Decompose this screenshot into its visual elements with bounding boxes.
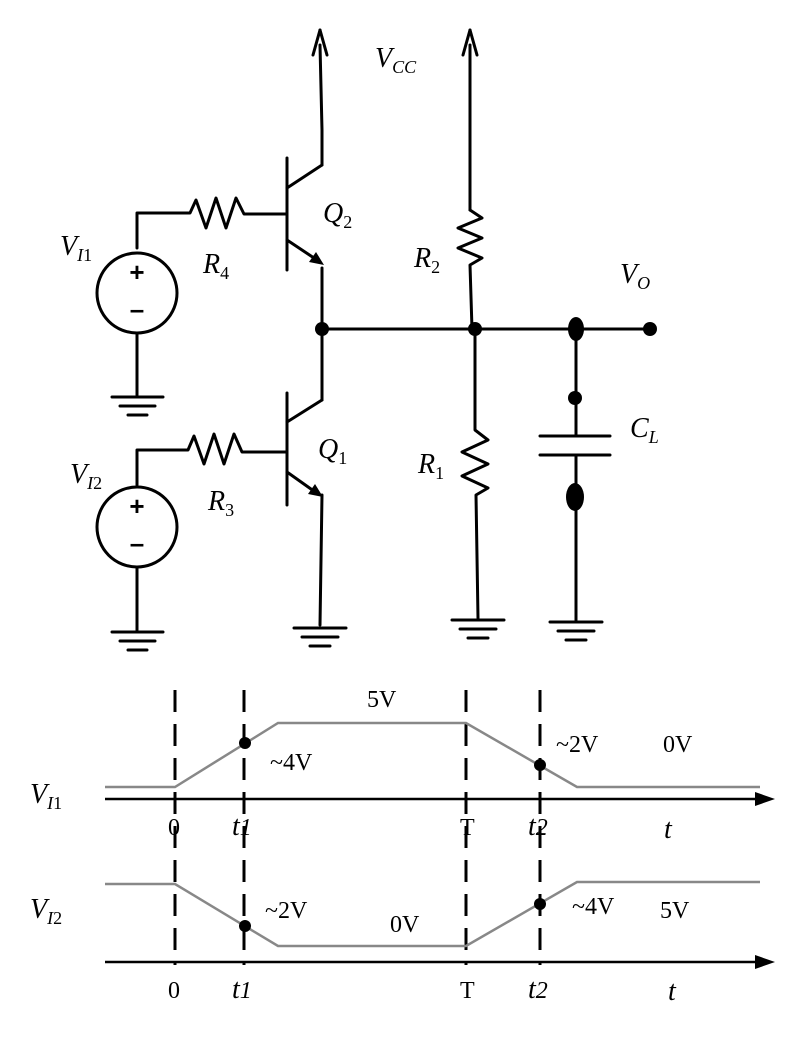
resistor-r2 — [456, 208, 484, 331]
vcc-rail-r2 — [461, 28, 479, 212]
resistor-r3 — [135, 432, 289, 487]
tick-t2-bottom: t2 — [528, 974, 548, 1005]
vi1-minus-sign: – — [130, 294, 144, 324]
vi1-t2-annotation: ~2V — [556, 732, 599, 758]
timing-diagram: VI1 5V ~4V ~2V 0V 0 t1 T t2 t VI2 ~2V 0V… — [30, 687, 775, 1007]
vi2-point-t1 — [239, 920, 251, 932]
vi2-label: VI2 — [70, 459, 102, 493]
vi1-point-t2 — [534, 759, 546, 771]
ground-vi2 — [110, 630, 165, 652]
vi2-low-annotation: 0V — [390, 912, 420, 938]
vi2-point-t2 — [534, 898, 546, 910]
tick-t1-top: t1 — [232, 811, 252, 842]
vi1-point-t1 — [239, 737, 251, 749]
resistor-r4 — [135, 196, 289, 250]
vi2-t1-annotation: ~2V — [265, 898, 308, 924]
q1-label: Q1 — [318, 434, 347, 468]
vcc-label: VCC — [375, 43, 417, 77]
transistor-q2 — [285, 156, 324, 272]
time-axis-bottom-arrow — [755, 955, 775, 969]
r3-label: R3 — [207, 486, 234, 520]
time-axis-top-arrow — [755, 792, 775, 806]
tick-t-top: t — [664, 814, 673, 845]
waveform-vi2 — [105, 880, 775, 969]
vi1-t1-annotation: ~4V — [270, 750, 313, 776]
tick-T-bottom: T — [460, 978, 475, 1004]
tick-t2-top: t2 — [528, 811, 548, 842]
vi1-trace — [105, 721, 760, 789]
q2-label: Q2 — [323, 198, 352, 232]
circuit: VCC Q2 R4 + – VI1 — [60, 28, 659, 652]
vi2-t2-annotation: ~4V — [572, 894, 615, 920]
capacitor-cl — [538, 327, 612, 622]
ground-r1 — [450, 618, 506, 640]
vi1-high-annotation: 5V — [367, 687, 397, 713]
vi2-trace — [105, 880, 760, 948]
tick-T-top: T — [460, 815, 475, 841]
transistor-q1 — [285, 391, 324, 627]
r2-label: R2 — [413, 243, 440, 277]
tick-t1-bottom: t1 — [232, 974, 252, 1005]
vi2-plus-sign: + — [129, 491, 144, 521]
vi1-wave-label: VI1 — [30, 779, 62, 813]
vi2-wave-label: VI2 — [30, 894, 62, 928]
vi2-minus-sign: – — [130, 528, 144, 558]
tick-0-top: 0 — [168, 815, 180, 841]
tick-t-bottom: t — [668, 976, 677, 1007]
r4-label: R4 — [202, 249, 229, 283]
vo-label: VO — [620, 259, 650, 293]
r1-label: R1 — [417, 449, 444, 483]
vi1-low-annotation: 0V — [663, 732, 693, 758]
vcc-rail-q2 — [311, 28, 329, 167]
voltage-source-vi1: + – — [95, 251, 179, 397]
tick-0-bottom: 0 — [168, 978, 180, 1004]
waveform-vi1 — [105, 721, 775, 806]
vi1-label: VI1 — [60, 231, 92, 265]
cl-label: CL — [630, 413, 659, 447]
ground-q1 — [292, 626, 348, 648]
vi2-high-annotation: 5V — [660, 898, 690, 924]
output-node-wiring — [315, 266, 657, 402]
vi1-plus-sign: + — [129, 257, 144, 287]
ground-cl — [548, 620, 604, 642]
resistor-r1 — [460, 327, 490, 620]
ground-vi1 — [110, 395, 165, 417]
voltage-source-vi2: + – — [95, 485, 179, 632]
